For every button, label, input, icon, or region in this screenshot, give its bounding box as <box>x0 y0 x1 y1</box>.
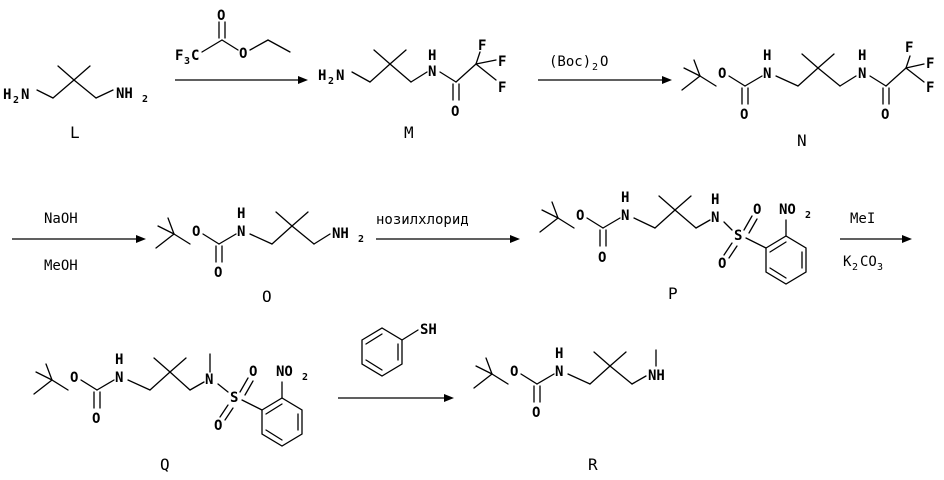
compound-label-N: N <box>797 131 807 150</box>
reagent-subscript: 3 <box>877 262 883 273</box>
reagent-thiophenol: SH <box>362 322 437 376</box>
atom-f: F <box>926 80 934 96</box>
atom-o: O <box>740 107 748 123</box>
structure-R: O O N H NH R <box>474 346 665 474</box>
structure-Q: O O N H N S O O NO 2 Q <box>34 352 308 474</box>
atom-nh: NH <box>116 86 133 102</box>
reagent-boc2o: (Boc) 2 O <box>549 54 608 73</box>
atom-subscript: 2 <box>302 372 308 383</box>
atom-nh: NH <box>648 368 665 384</box>
atom-h: H <box>3 87 11 103</box>
atom-f: F <box>498 80 506 96</box>
atom-nh: NH <box>332 226 349 242</box>
atom-h: H <box>858 48 866 64</box>
reagent-subscript: 2 <box>592 62 598 73</box>
atom-f: F <box>478 38 486 54</box>
reaction-arrow-2 <box>538 76 672 84</box>
reaction-arrow-1 <box>175 76 308 84</box>
compound-label-Q: Q <box>160 455 170 474</box>
reaction-arrow-3: NaOH MeOH <box>12 211 146 274</box>
atom-n: N <box>336 68 344 84</box>
atom-subscript: 2 <box>142 94 148 105</box>
atom-o: O <box>70 370 78 386</box>
atom-subscript: 2 <box>805 210 811 221</box>
atom-subscript: 2 <box>328 76 334 87</box>
reagent-boc-text: (Boc) <box>549 54 591 70</box>
atom-h: H <box>318 68 326 84</box>
atom-o: O <box>214 265 222 281</box>
atom-o: O <box>249 364 257 380</box>
reagent-co: CO <box>860 254 877 270</box>
structure-O: O O N H NH 2 O <box>156 206 364 306</box>
atom-o: O <box>718 256 726 272</box>
reagent-mei: MeI <box>850 211 875 227</box>
reagent-naoh: NaOH <box>44 211 78 227</box>
atom-f: F <box>905 40 913 56</box>
reaction-arrow-4: нозилхлорид <box>376 212 520 243</box>
reagent-ethyl-trifluoroacetate: F 3 C O O <box>175 8 290 67</box>
atom-n: N <box>763 66 771 82</box>
atom-n: N <box>621 208 629 224</box>
atom-o: O <box>192 224 200 240</box>
atom-n: N <box>711 210 719 226</box>
atom-s: S <box>734 228 742 244</box>
structure-L: H 2 N NH 2 L <box>3 66 148 142</box>
atom-f: F <box>926 56 934 72</box>
atom-subscript: 3 <box>184 56 190 67</box>
atom-h: H <box>711 192 719 208</box>
atom-n: N <box>858 66 866 82</box>
atom-sh: SH <box>420 322 437 338</box>
atom-n: N <box>555 364 563 380</box>
atom-o: O <box>214 418 222 434</box>
atom-n: N <box>205 372 213 388</box>
reaction-arrow-5: MeI K 2 CO 3 <box>840 211 912 273</box>
atom-h: H <box>115 352 123 368</box>
compound-label-R: R <box>588 455 598 474</box>
atom-c: C <box>191 48 199 64</box>
atom-n: N <box>115 370 123 386</box>
atom-n: N <box>21 87 29 103</box>
atom-o: O <box>532 405 540 421</box>
atom-o: O <box>753 202 761 218</box>
atom-o: O <box>718 66 726 82</box>
atom-o: O <box>598 250 606 266</box>
atom-f: F <box>498 54 506 70</box>
atom-s: S <box>230 390 238 406</box>
atom-o: O <box>881 107 889 123</box>
atom-o: O <box>92 411 100 427</box>
structure-N: O O N H N H O F F F N <box>682 40 934 150</box>
reagent-meoh: MeOH <box>44 258 78 274</box>
reagent-nosyl-chloride: нозилхлорид <box>376 212 469 228</box>
atom-subscript: 2 <box>13 95 19 106</box>
structure-M: H 2 N N H O F F F M <box>318 38 506 142</box>
atom-n: N <box>428 64 436 80</box>
atom-o: O <box>217 8 225 24</box>
compound-label-O: O <box>262 287 272 306</box>
atom-h: H <box>621 190 629 206</box>
atom-h: H <box>555 346 563 362</box>
compound-label-L: L <box>70 123 80 142</box>
atom-no: NO <box>276 364 293 380</box>
atom-n: N <box>237 224 245 240</box>
atom-o: O <box>576 208 584 224</box>
atom-h: H <box>428 48 436 64</box>
atom-o: O <box>510 364 518 380</box>
atom-h: H <box>237 206 245 222</box>
atom-f: F <box>175 48 183 64</box>
compound-label-P: P <box>668 284 678 303</box>
reagent-k: K <box>843 254 852 270</box>
structure-P: O O N H N H S O O NO 2 P <box>540 190 811 303</box>
atom-h: H <box>763 48 771 64</box>
compound-label-M: M <box>404 123 414 142</box>
atom-o: O <box>239 46 247 62</box>
reaction-arrow-6 <box>338 394 454 402</box>
reagent-boc-o: O <box>600 54 608 70</box>
atom-o: O <box>451 104 459 120</box>
atom-no: NO <box>779 202 796 218</box>
atom-subscript: 2 <box>358 234 364 245</box>
reagent-subscript: 2 <box>852 262 858 273</box>
